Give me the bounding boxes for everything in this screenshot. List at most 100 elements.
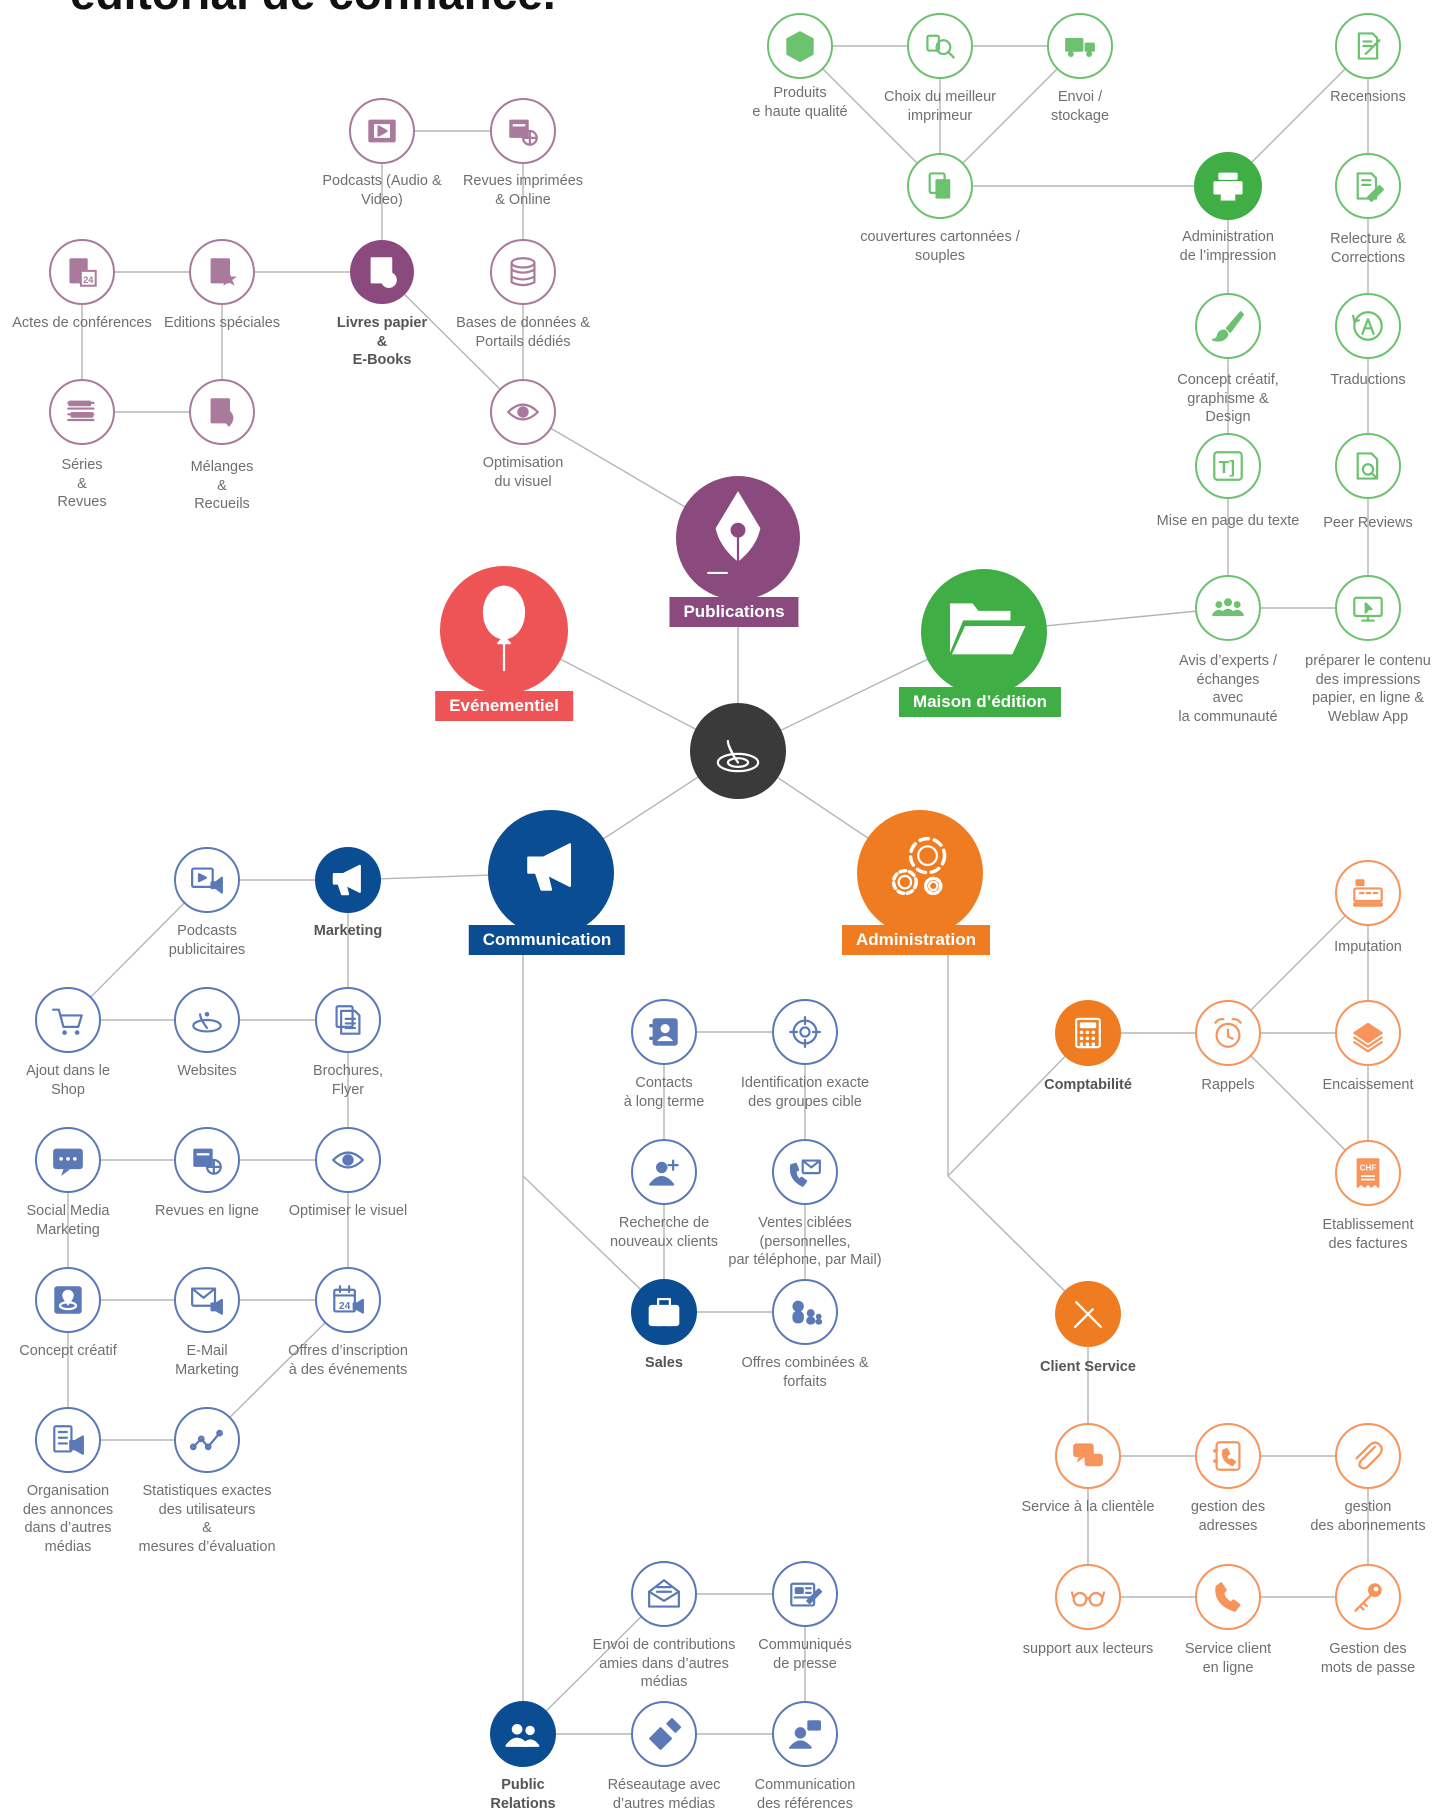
hub-center [690,703,786,799]
svg-text:T]: T] [1219,457,1235,477]
node-label-encaissement: Encaissement [1322,1077,1414,1093]
chat-bubbles-icon [1073,1443,1103,1467]
node-bases [490,239,556,305]
node-label-concept_creatif_blue: Concept créatif [19,1343,117,1359]
database-icon [510,257,536,287]
node-service_clientele [1055,1423,1121,1489]
node-label-marketing: Marketing [313,923,383,939]
email-megaphone-icon [191,1287,223,1315]
node-label-reseautage: Réseautage avec d’autres médias [607,1777,721,1812]
node-label-identification: Identification exacte des groupes cible [740,1075,870,1110]
node-label-email_marketing: E-Mail Marketing [175,1343,239,1378]
node-ajout_shop [35,987,101,1053]
node-etablissement: CHF [1335,1140,1401,1206]
target-pin-icon [54,1286,82,1314]
hub-label-administration: Administration [842,925,990,955]
line-graph-icon [189,1429,223,1451]
book-globe-icon [370,257,397,288]
node-communication_references [772,1701,838,1767]
node-recensions [1335,13,1401,79]
address-phone-icon [1213,1441,1241,1471]
node-concept_creatif_blue [35,1267,101,1333]
tools-icon [1073,1301,1103,1329]
address-book-icon [649,1018,678,1046]
node-label-gestion_abonnements: gestion des abonnements [1310,1499,1426,1534]
web-document-icon [509,119,538,146]
node-label-preparer: préparer le contenu des impressions papi… [1305,653,1431,725]
hub-communication [488,810,614,936]
svg-text:CHF: CHF [1360,1164,1377,1173]
node-podcasts_pub [174,847,240,913]
node-preparer [1335,575,1401,641]
node-client_service [1055,1281,1121,1347]
node-label-series: Séries & Revues [57,457,107,510]
dolls-icon [792,1300,823,1325]
node-circle [772,999,838,1065]
node-label-imputation: Imputation [1334,939,1402,955]
person-chat-icon [789,1720,821,1749]
newspaper-icon [790,1582,823,1607]
balloon-icon [482,585,526,672]
node-optimiser_visuel [315,1127,381,1193]
node-revues_en_ligne [174,1127,240,1193]
node-imprimeur [907,13,973,79]
node-rappels [1195,1000,1261,1066]
node-identification [772,999,838,1065]
node-circle [174,1267,240,1333]
node-circle [1195,575,1261,641]
node-comptabilite [1055,1000,1121,1066]
node-label-brochures: Brochures, Flyer [312,1063,384,1098]
node-label-recensions: Recensions [1330,89,1406,105]
add-user-icon [649,1159,679,1186]
eye-icon [332,1151,364,1169]
node-label-concept_creatif_green: Concept créatif, graphisme & Design [1177,372,1279,425]
cover-icon [928,172,951,199]
node-mots_de_passe [1335,1564,1401,1630]
text-icon: T] [1213,451,1243,481]
node-circle [631,1561,697,1627]
node-label-offres_inscription: Offres d’inscription à des événements [288,1343,408,1378]
node-offres_combinees [772,1279,838,1345]
truck-icon [1065,38,1095,57]
node-envoi [1047,13,1113,79]
node-circle [772,1561,838,1627]
group-icon [505,1723,540,1747]
cart-icon [52,1008,83,1035]
node-label-communication_references: Communication des références [754,1777,856,1812]
video-icon [368,119,396,143]
node-podcasts_av [349,98,415,164]
node-avis_experts [1195,575,1261,641]
node-livres [350,240,414,304]
phone-icon [1215,1582,1241,1612]
node-marketing [315,847,381,913]
node-reseautage [631,1701,697,1767]
node-circle [1055,1564,1121,1630]
node-websites [174,987,240,1053]
node-circle [174,1407,240,1473]
monitor-icon [1353,596,1383,622]
node-contacts [631,999,697,1065]
connector-line [522,1593,665,1735]
chat-bubble-icon [53,1148,83,1176]
node-label-organisation_annonces: Organisation des annonces dans d’autres … [22,1483,114,1555]
megaphone-icon [527,843,571,891]
crosshair-icon [789,1016,821,1048]
documents-icon [335,1005,361,1035]
node-organisation_annonces [35,1407,101,1473]
node-circle [35,1407,101,1473]
hub-evenementiel [440,566,568,694]
svg-text:24: 24 [83,275,94,285]
node-editions_speciales [189,239,255,305]
node-brochures [315,987,381,1053]
box-icon [786,31,814,62]
node-label-public_relations: Public Relations [490,1777,556,1812]
node-concept_creatif_green [1195,293,1261,359]
node-label-mise_en_page: Mise en page du texte [1156,513,1300,529]
node-mise_en_page: T] [1195,433,1261,499]
node-circle [1195,433,1261,499]
hub-label-evenementiel: Evénementiel [435,691,573,721]
hub-administration [857,810,983,936]
node-label-relecture: Relecture & Corrections [1330,231,1406,266]
list-megaphone-icon [53,1425,84,1455]
